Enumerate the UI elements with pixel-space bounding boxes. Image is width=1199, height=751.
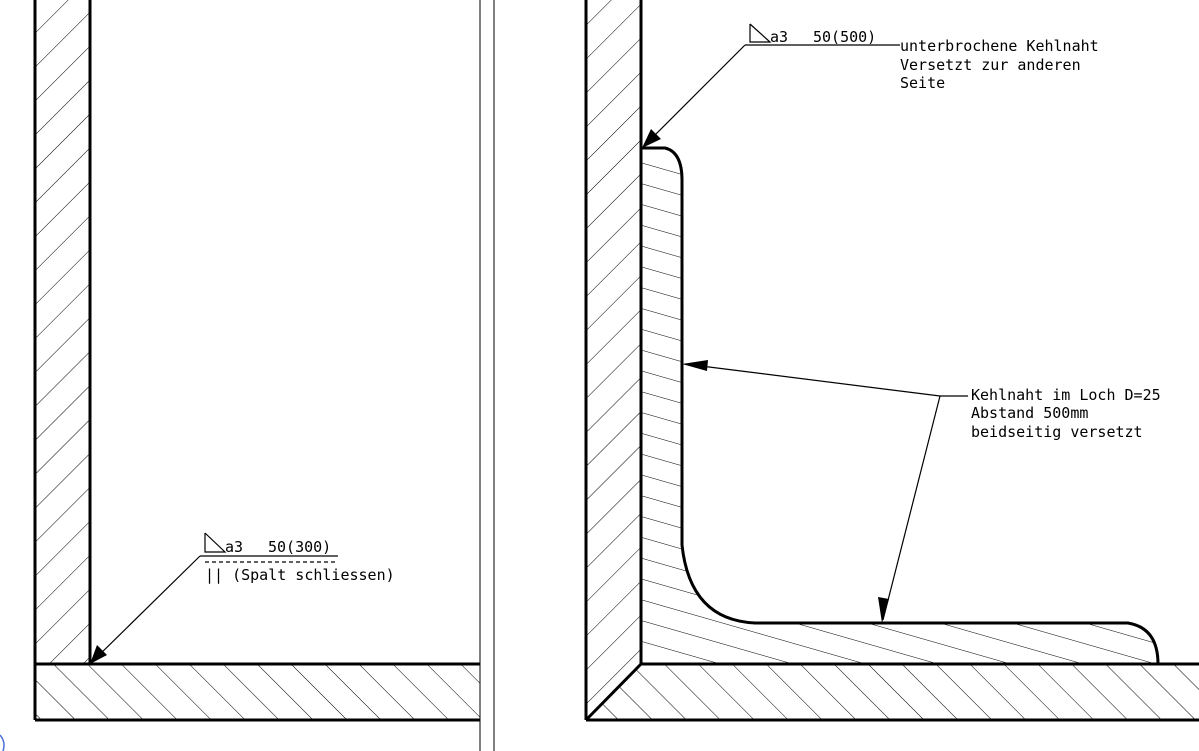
- left-weld-symbol-text: a3: [225, 538, 243, 556]
- side-arrowhead-upper: [682, 360, 708, 371]
- left-detail: a3 50(300) || (Spalt schliessen): [33, 0, 480, 722]
- left-fillet-symbol: [204, 532, 227, 553]
- top-weld-leader: [645, 44, 746, 145]
- side-note-line-1: Kehlnaht im Loch D=25: [971, 386, 1161, 404]
- top-weld-symbol-text: a3: [770, 28, 788, 46]
- angle-profile: [641, 146, 1160, 665]
- top-note-line-2: Versetzt zur anderen: [900, 56, 1081, 74]
- side-leader-lower: [882, 395, 941, 621]
- right-base-plate: [586, 664, 1199, 720]
- right-detail: a3 50(500) unterbrochene Kehlnaht Verset…: [584, 0, 1199, 722]
- side-note-line-3: beidseitig versetzt: [971, 423, 1143, 441]
- left-weld-leader: [91, 555, 201, 663]
- left-note-text: || (Spalt schliessen): [205, 566, 395, 584]
- left-weld-arrowhead: [90, 645, 107, 664]
- top-note-line-1: unterbrochene Kehlnaht: [900, 37, 1099, 55]
- side-note-line-2: Abstand 500mm: [971, 404, 1088, 422]
- left-weld-spec-text: 50(300): [268, 538, 331, 556]
- right-vertical-wall: [586, 0, 641, 720]
- cursor-mark: [0, 734, 5, 751]
- left-vertical-wall: [35, 0, 90, 664]
- top-fillet-symbol: [749, 23, 772, 43]
- top-note-line-3: Seite: [900, 74, 945, 92]
- top-weld-spec-text: 50(500): [813, 28, 876, 46]
- side-leader-upper: [684, 363, 941, 397]
- left-base-plate: [35, 664, 480, 720]
- side-arrowhead-lower: [878, 597, 889, 623]
- top-weld-arrowhead: [642, 129, 661, 148]
